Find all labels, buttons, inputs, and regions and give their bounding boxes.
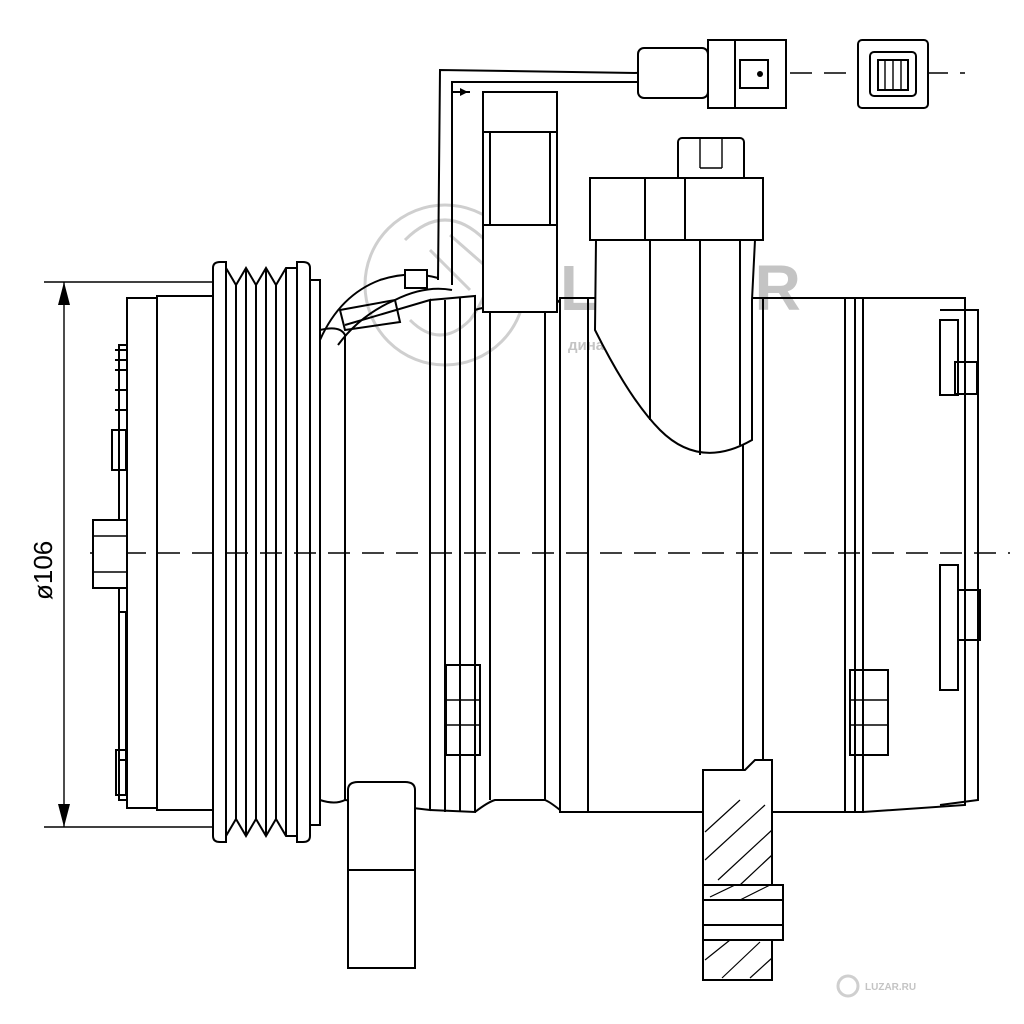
control-valve-manifold [589,137,764,455]
clutch-plate [92,295,214,811]
sensor-cable [319,68,641,346]
center-bolt [92,519,128,589]
diameter-label: ø106 [28,541,58,600]
connector-end-view [857,39,929,109]
diameter-dimension: ø106 [28,281,213,828]
top-pressure-block [482,91,558,313]
belt-pulley-icon [212,261,321,843]
rear-housing [849,297,981,813]
electrical-connector-icon [637,39,787,109]
front-housing [319,294,481,814]
watermark-corner: LUZAR.RU [865,982,916,993]
section-hatch [704,799,773,979]
lower-mount-left [347,781,416,969]
lower-mount-section [702,759,784,981]
